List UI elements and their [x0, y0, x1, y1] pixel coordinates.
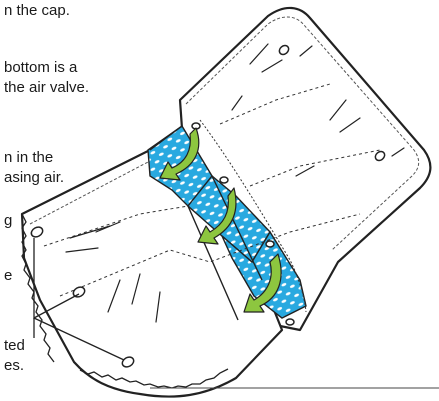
inflatable-bag-illustration	[0, 0, 439, 401]
